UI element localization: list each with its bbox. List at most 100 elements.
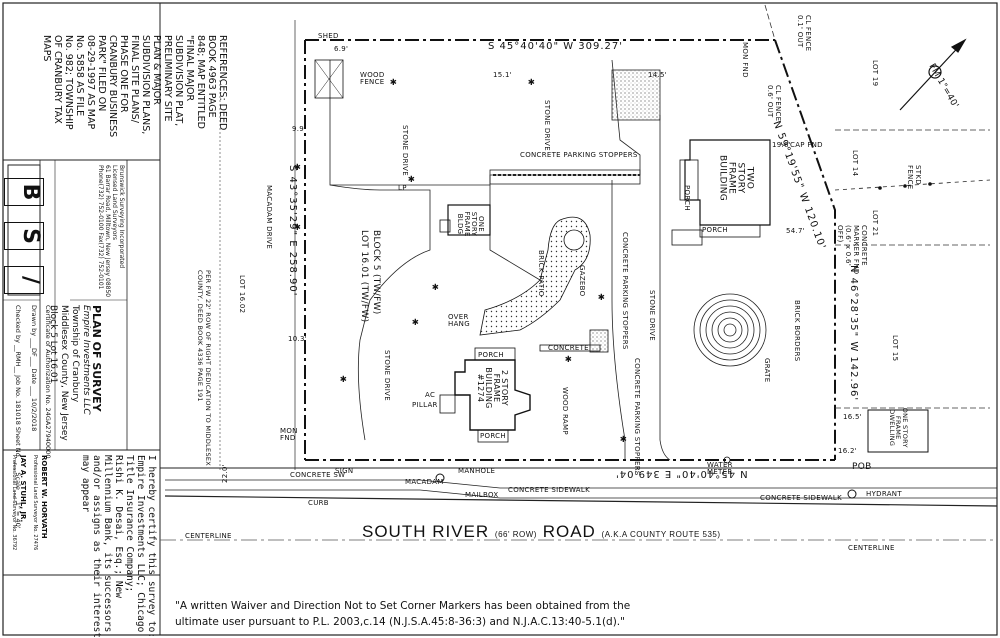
dim-22: 22.0' xyxy=(221,463,230,484)
stone-drive-label-3: STONE DRIVE xyxy=(383,350,391,401)
tree-symbol: ✱ xyxy=(390,75,397,88)
mon-fnd-label-1: MON FND xyxy=(280,427,298,442)
tree-symbol: ✱ xyxy=(528,75,535,88)
surveyor-block: ROBERT W. HORVATH Professional Land Surv… xyxy=(9,455,48,550)
dim-145: 14.5' xyxy=(648,71,668,79)
brick-patio-label: BRICK PATIO xyxy=(537,250,545,297)
bearing-east-line-2: N 46°28'35" W 142.96' xyxy=(848,265,859,402)
reference-line: No. 982; TOWNSHIP xyxy=(63,35,74,130)
reference-line: 848; MAP ENTITLED xyxy=(195,35,206,129)
mailbox-label: MAILBOX xyxy=(465,491,499,499)
tree-symbol: ✱ xyxy=(412,315,419,328)
certification-line: may appear xyxy=(80,455,91,513)
firm-info: Brunswick Surveying Incorporated License… xyxy=(97,165,125,297)
stone-drive-label-2: STONE DRIVE xyxy=(543,100,551,151)
dim-162: 16.2' xyxy=(838,447,858,455)
location-township: Township of Cranbury xyxy=(70,305,80,403)
surveyor-1-license: Professional Land Surveyor No. 27476 xyxy=(32,455,38,551)
manhole-label: MANHOLE xyxy=(458,467,496,475)
surveyor-2-name: JAY A. STUHL, JR. xyxy=(19,455,27,523)
certification-line: Title Insurance Company; xyxy=(124,455,135,593)
house-label: 2 STORY FRAME BUILDING #1274 xyxy=(476,367,509,409)
sign-label: SIGN xyxy=(335,467,354,475)
firm-phone: Phone(732) 752-0100 Fax(732) 752-0101 xyxy=(97,165,104,290)
certification-lines: I hereby certify this survey to:Empire I… xyxy=(80,455,157,638)
certification-line: Millennium Bank, its successors xyxy=(102,455,113,633)
certification-line: Rishi K. Desai, Esq.; New xyxy=(113,455,124,598)
concrete-sw-label: CONCRETE SW xyxy=(290,471,346,479)
dim-196: 19.6' xyxy=(772,141,792,149)
plan-info: PLAN OF SURVEY Empire Investments LLC To… xyxy=(47,305,103,441)
lot-1602-label: LOT 16.02 xyxy=(238,275,246,314)
over-hang-label: OVER HANG xyxy=(448,313,470,328)
dim-151: 15.1' xyxy=(493,71,513,79)
reference-line: 08-29-1997 AS MAP xyxy=(85,35,96,130)
ac-label: AC xyxy=(425,391,436,399)
concrete-walk-label: CONCRETE xyxy=(548,344,589,352)
parking-stoppers-label-3: CONCRETE PARKING STOPPERS xyxy=(633,358,641,476)
parking-stoppers-label-2: CONCRETE PARKING STOPPERS xyxy=(621,232,629,350)
reference-line: MAPS xyxy=(41,35,52,62)
certificate-of-authorization: Certificate of Authorization No. 24GA279… xyxy=(44,305,52,459)
one-story-building-label: ONE STORY FRAME BLDG xyxy=(456,211,485,237)
lot-label: LOT 16.01 (TW/FW) xyxy=(359,230,369,323)
client-name: Empire Investments LLC xyxy=(81,305,91,415)
tree-symbol: ✱ xyxy=(408,172,415,185)
porch-label-4: PORCH xyxy=(683,185,691,211)
shed-label: SHED xyxy=(318,32,339,40)
surveyor-2-license: Professional Land Surveyor No. 36792 xyxy=(11,455,17,551)
logo-letter-slash: / xyxy=(4,266,44,294)
certification-line: and/or assigns as their interest xyxy=(91,455,102,638)
dim-547: 54.7' xyxy=(786,227,806,235)
porch-label-3: PORCH xyxy=(702,226,728,234)
reference-line: PLAN & MAJOR xyxy=(151,35,162,105)
cl-fence-label-2: CL FENCE 0.6' OUT xyxy=(766,85,782,122)
stone-drive-label-1: STONE DRIVE xyxy=(401,125,409,176)
company-logo: B S / xyxy=(4,172,44,300)
reference-line: PHASE ONE FOR xyxy=(118,35,129,113)
reference-line: REFERENCES: DEED xyxy=(217,35,228,131)
certification-line: Empire Investments LLC; Chicago xyxy=(135,455,146,633)
hydrant-label: HYDRANT xyxy=(866,490,902,498)
centerline-label-2: CENTERLINE xyxy=(848,544,895,552)
macadam-drive-label: MACADAM DRIVE xyxy=(265,185,273,250)
reference-line: SUBDIVISION PLANS, xyxy=(140,35,151,135)
reference-line: PRELIMINARY SITE xyxy=(162,35,173,122)
light-pole-label: LP xyxy=(398,184,407,192)
firm-subtitle: Licensed Land Surveyors xyxy=(111,165,118,241)
tree-symbol: ✱ xyxy=(598,290,605,303)
drawn-by-line: Drawn by ___DF___ Date ___ 10/2/2018 xyxy=(30,305,38,432)
location-county: Middlesex County, New Jersey xyxy=(59,305,69,441)
certification-note: I hereby certify this survey to:Empire I… xyxy=(80,455,157,638)
water-meter-label: WATER METER xyxy=(707,461,733,476)
dim-165: 16.5' xyxy=(843,413,863,421)
dim-69: 6.9' xyxy=(334,45,349,53)
certification-line: I hereby certify this survey to: xyxy=(146,455,157,638)
reference-line: FINAL SITE PLANS/ xyxy=(129,35,140,123)
wood-fence-label: WOOD FENCE xyxy=(360,71,385,86)
road-row-width: (66' ROW) xyxy=(494,530,537,539)
dim-103: 10.3' xyxy=(288,335,308,343)
cl-fence-label-1: CL FENCE 0.1' OUT xyxy=(796,15,812,52)
stone-drive-label-4: STONE DRIVE xyxy=(648,290,656,341)
bearing-north-line: S 45°40'40" W 309.27' xyxy=(488,41,624,52)
tree-symbol: ✱ xyxy=(294,160,301,173)
plan-title: PLAN OF SURVEY xyxy=(90,305,103,412)
tree-symbol: ✱ xyxy=(565,352,572,365)
porch-label-2: PORCH xyxy=(480,432,506,440)
tree-symbol: ✱ xyxy=(432,280,439,293)
tree-symbol: ✱ xyxy=(294,220,301,233)
road-name: SOUTH RIVER (66' ROW) ROAD (A.K.A COUNTY… xyxy=(362,522,721,542)
lot-21-label: LOT 21 xyxy=(871,210,879,237)
brick-borders-label: BRICK BORDERS xyxy=(793,300,801,362)
dim-99: 9.9' xyxy=(292,125,307,133)
pob-label: POB xyxy=(852,462,872,472)
wood-ramp-label: WOOD RAMP xyxy=(561,387,569,435)
block-label: BLOCK 5 (TW/FW) xyxy=(371,230,381,315)
macadam-label: MACADAM xyxy=(405,478,444,486)
pillar-label: PILLAR xyxy=(412,401,438,409)
lot-15-label: LOT 15 xyxy=(891,335,899,362)
